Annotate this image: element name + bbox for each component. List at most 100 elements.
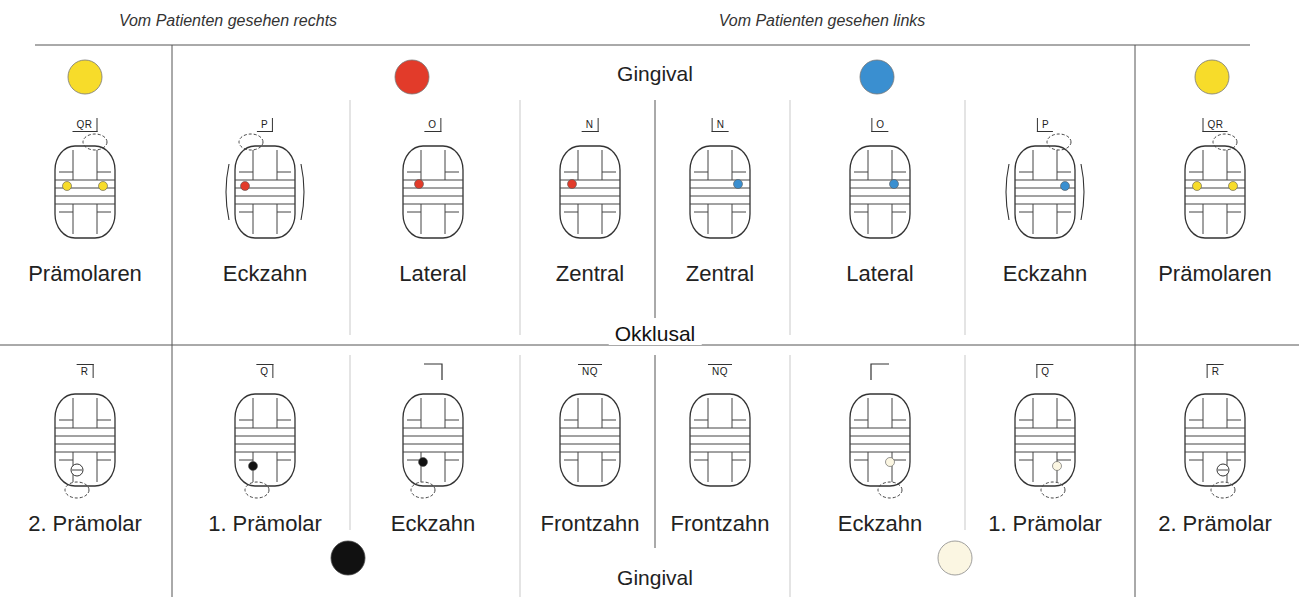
bracket-line: [73, 398, 74, 428]
bracket-line: [97, 398, 98, 428]
bracket-line: [235, 452, 295, 453]
bracket-line: [564, 172, 578, 173]
orientation-label: Vom Patienten gesehen rechts: [119, 12, 337, 30]
bracket-line: [1189, 420, 1203, 421]
bracket-line: [1019, 212, 1033, 213]
bracket-body: [235, 394, 295, 486]
bracket-line: [690, 444, 750, 445]
tooth-name: Lateral: [846, 262, 913, 286]
bracket-line: [403, 436, 463, 437]
bracket-line: [854, 460, 868, 461]
bracket-line: [1185, 180, 1245, 181]
tooth-name: Eckzahn: [391, 512, 475, 536]
bracket-line: [868, 398, 869, 428]
bracket-side: [301, 164, 304, 220]
bracket-line: [235, 180, 295, 181]
bracket-line: [1019, 460, 1033, 461]
bracket-line: [59, 212, 73, 213]
bracket-line: [602, 172, 616, 173]
bracket-line: [1185, 204, 1245, 205]
bracket-body: [560, 394, 620, 486]
bracket-line: [892, 420, 906, 421]
bracket-body: [1015, 394, 1075, 486]
bracket-line: [694, 460, 708, 461]
orientation-label: Vom Patienten gesehen links: [719, 12, 926, 30]
bracket-line: [892, 398, 893, 428]
bracket-line: [1015, 452, 1075, 453]
bracket-line: [854, 172, 868, 173]
bracket-line: [1227, 420, 1241, 421]
bracket-code: R: [1207, 364, 1224, 378]
bracket-line: [732, 398, 733, 428]
bracket-line: [403, 452, 463, 453]
tooth-name: 2. Prämolar: [28, 512, 142, 536]
bracket-line: [97, 212, 111, 213]
bracket-code: QR: [1203, 118, 1228, 132]
bracket-line: [1057, 204, 1058, 234]
bracket-line: [560, 444, 620, 445]
bracket-line: [73, 204, 74, 234]
bracket-code: O: [424, 118, 441, 132]
bracket-line: [97, 460, 111, 461]
color-markers: [68, 60, 1229, 575]
bracket-code: P: [1037, 118, 1053, 132]
bracket-line: [55, 444, 115, 445]
bracket-line: [1227, 150, 1228, 180]
bracket-body: [690, 146, 750, 238]
bracket-line: [868, 452, 869, 482]
bracket-line: [277, 150, 278, 180]
bracket-body: [55, 146, 115, 238]
bracket-line: [59, 460, 73, 461]
bracket-line: [690, 428, 750, 429]
bracket-line: [277, 204, 278, 234]
position-dot: [63, 182, 72, 191]
bracket-line: [1019, 420, 1033, 421]
bracket-line: [850, 204, 910, 205]
position-dot: [1061, 182, 1070, 191]
bracket-line: [1185, 428, 1245, 429]
hook-outline: [65, 482, 89, 498]
bracket-line: [235, 436, 295, 437]
bracket-body: [690, 394, 750, 486]
hook-outline: [411, 482, 435, 498]
bracket-line: [73, 150, 74, 180]
bracket-line: [1057, 420, 1071, 421]
bracket-line: [892, 204, 893, 234]
bracket-line: [1057, 150, 1058, 180]
bracket-line: [578, 452, 579, 482]
bracket-line: [732, 460, 746, 461]
bracket-line: [403, 188, 463, 189]
bracket-line: [55, 436, 115, 437]
bracket-line: [850, 180, 910, 181]
bracket-line: [253, 150, 254, 180]
tooth-name: Eckzahn: [1003, 262, 1087, 286]
bracket-line: [1227, 460, 1241, 461]
orientation-label: Gingival: [617, 62, 693, 85]
bracket-line: [1189, 212, 1203, 213]
bracket-line: [854, 420, 868, 421]
bracket-line: [602, 460, 616, 461]
bracket-line: [1203, 204, 1204, 234]
bracket-code: P: [257, 118, 273, 132]
bracket-line: [55, 452, 115, 453]
bracket-line: [407, 212, 421, 213]
bracket-line: [1189, 460, 1203, 461]
bracket-line: [564, 212, 578, 213]
bracket-side: [1006, 164, 1009, 220]
bracket-line: [578, 204, 579, 234]
bracket-line: [602, 452, 603, 482]
position-dot: [568, 180, 577, 189]
orientation-label: Gingival: [617, 566, 693, 589]
bracket-code: NQ: [708, 364, 732, 378]
bracket-body: [850, 394, 910, 486]
hook-outline: [245, 482, 269, 498]
bracket-line: [694, 172, 708, 173]
tooth-name: Eckzahn: [223, 262, 307, 286]
bracket-line: [708, 452, 709, 482]
bracket-line: [560, 428, 620, 429]
bracket-body: [55, 394, 115, 486]
orientation-label: Okklusal: [609, 322, 702, 345]
bracket-line: [421, 452, 422, 482]
bracket-line: [445, 452, 446, 482]
hook-ring: [71, 464, 83, 476]
